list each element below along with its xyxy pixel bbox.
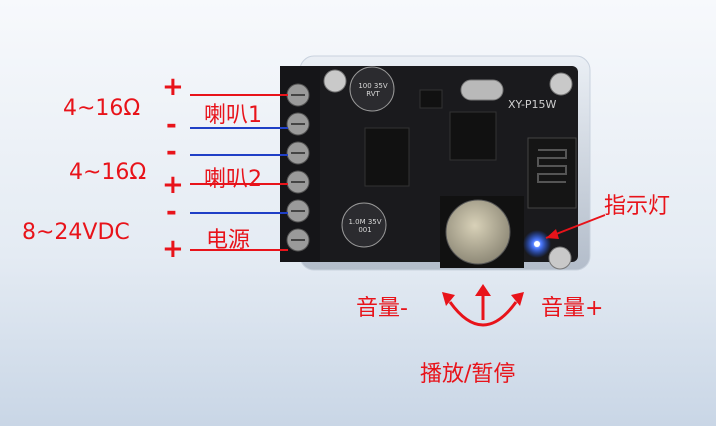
mount-screw-top-left	[323, 69, 347, 93]
power-name: 电源	[206, 228, 251, 253]
speaker1-neg-sign: -	[166, 110, 177, 140]
amp-chip-1	[364, 127, 410, 187]
wire-speaker1-pos	[190, 94, 288, 96]
wire-speaker2-neg	[190, 154, 288, 156]
capacitor-top-label: 100 35V RVT	[358, 82, 388, 98]
small-chip	[419, 89, 443, 109]
antenna-trace	[537, 149, 567, 183]
speaker2-name: 喇叭2	[204, 167, 262, 192]
rotate-arc	[448, 301, 518, 327]
wire-speaker1-neg	[190, 127, 288, 129]
speaker1-impedance: 4~16Ω	[63, 96, 141, 121]
crystal	[460, 79, 504, 101]
power-voltage: 8~24VDC	[22, 220, 130, 245]
wire-speaker2-pos	[190, 183, 288, 185]
amp-chip-2	[449, 111, 497, 161]
speaker1-name: 喇叭1	[204, 103, 262, 128]
volume-down-label: 音量-	[356, 296, 408, 321]
wire-power-pos	[190, 249, 288, 251]
play-pause-label: 播放/暂停	[420, 362, 516, 387]
indicator-label: 指示灯	[604, 194, 671, 219]
power-neg-sign: -	[166, 197, 177, 227]
capacitor-bottom-label: 1.0M 35V 001	[348, 218, 382, 234]
speaker1-pos-sign: +	[162, 72, 184, 102]
speaker2-pos-sign: +	[162, 170, 184, 200]
led-icon	[534, 241, 540, 247]
press-arrow-head-icon	[475, 284, 491, 296]
knob-icon	[445, 199, 511, 265]
mount-screw-top-right	[549, 72, 573, 96]
capacitor-bottom	[341, 202, 387, 248]
speaker2-impedance: 4~16Ω	[69, 160, 147, 185]
mount-screw-bottom-right	[548, 246, 572, 270]
power-pos-sign: +	[162, 234, 184, 264]
terminal-screws	[286, 83, 310, 252]
rotate-left-arrow-head-icon	[442, 292, 455, 306]
speaker2-neg-sign: -	[166, 137, 177, 167]
indicator-arrow-head-icon	[546, 229, 559, 239]
capacitor-top	[349, 66, 395, 112]
wire-power-neg	[190, 212, 288, 214]
volume-up-label: 音量+	[541, 296, 604, 321]
board-model-label: XY-P15W	[508, 98, 557, 111]
rotate-right-arrow-head-icon	[511, 292, 524, 306]
